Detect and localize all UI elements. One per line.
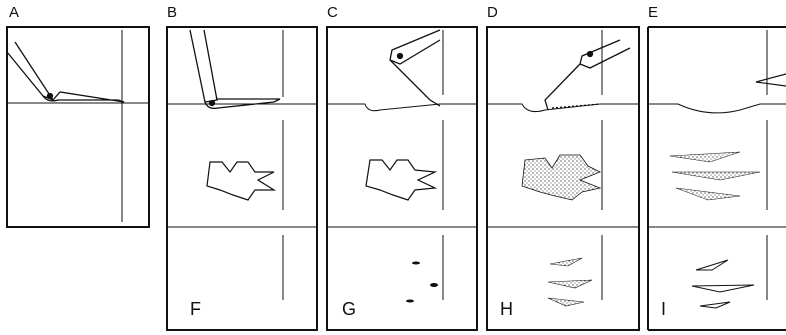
leg-sketch <box>7 42 124 102</box>
panel-e <box>648 27 786 330</box>
leg-sketch <box>390 30 440 106</box>
footprint-stippled <box>670 152 760 200</box>
label-i: I <box>661 299 666 319</box>
claw-marks <box>548 258 592 306</box>
label-f: F <box>190 299 201 319</box>
label-d: D <box>487 4 498 21</box>
leg-sketch <box>190 30 280 108</box>
label-a: A <box>9 4 19 21</box>
label-c: C <box>327 4 338 21</box>
label-g: G <box>342 299 356 319</box>
leg-sketch <box>545 40 630 110</box>
label-e: E <box>648 4 658 21</box>
label-h: H <box>500 299 513 319</box>
footprint-outline <box>366 160 435 200</box>
panel-a <box>7 27 149 227</box>
panel-d <box>487 27 639 330</box>
label-b: B <box>167 4 177 21</box>
claw-marks <box>692 260 754 308</box>
lifted-foot-sketch <box>756 74 786 86</box>
footprint-outline <box>207 162 274 200</box>
panel-b <box>167 27 317 330</box>
claw-marks <box>406 262 438 303</box>
panel-c <box>327 27 477 330</box>
footprint-stippled <box>522 155 600 200</box>
